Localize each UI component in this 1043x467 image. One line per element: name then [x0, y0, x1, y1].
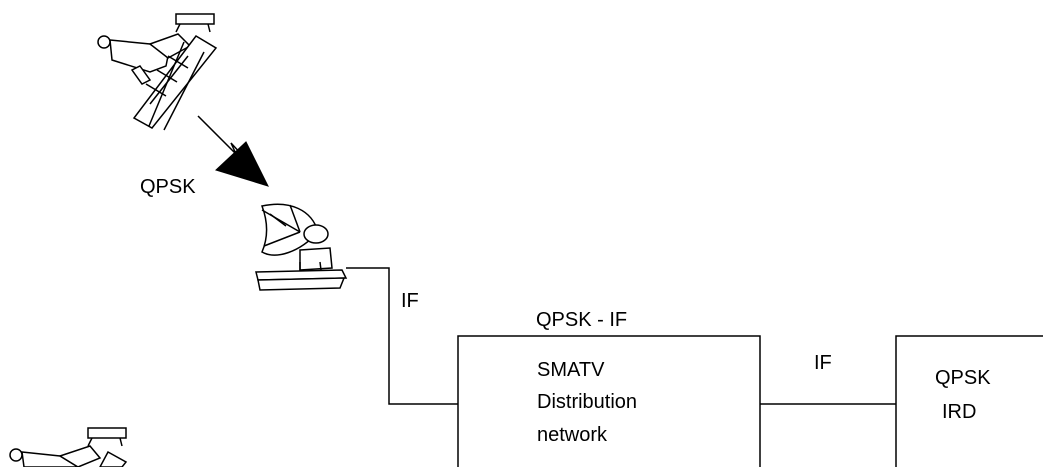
ird-line1: QPSK	[935, 367, 991, 389]
smatv-line1: SMATV	[537, 359, 605, 381]
ird-box: QPSK IRD	[895, 335, 1043, 467]
satellite-dish-icon	[255, 203, 348, 291]
downlink-signal-arrow	[197, 115, 269, 187]
smatv-distribution-box: SMATV Distribution network	[457, 335, 761, 467]
ird-line2: IRD	[942, 401, 976, 423]
smatv-line2: Distribution	[537, 391, 637, 413]
downlink-label: QPSK	[140, 176, 196, 198]
cable-if-label-1: IF	[401, 290, 419, 312]
satellite-icon	[9, 427, 128, 467]
cable-dish-to-smatv	[346, 267, 458, 405]
smatv-line3: network	[537, 424, 608, 446]
satellite-icon	[97, 13, 218, 131]
cable-if-label-2: IF	[814, 352, 832, 374]
signal-type-label: QPSK - IF	[536, 309, 627, 331]
